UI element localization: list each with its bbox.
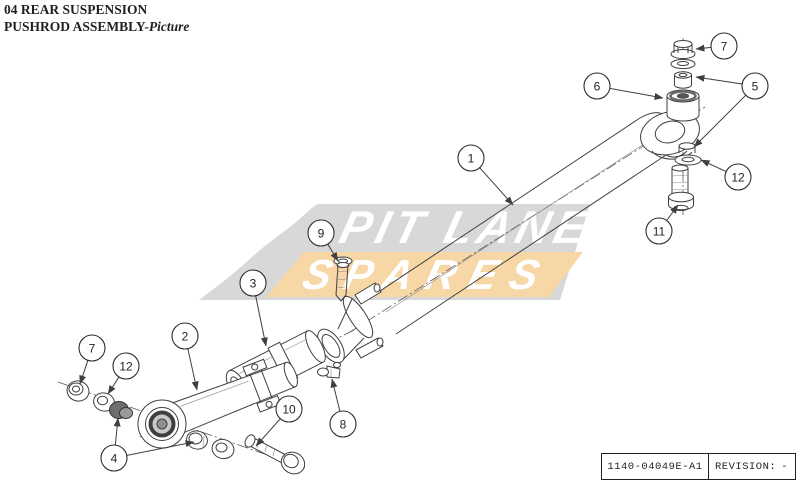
callout-6: 6 xyxy=(583,72,664,100)
lower-nut xyxy=(186,430,208,450)
callout-leader xyxy=(666,204,679,221)
callout-bubble xyxy=(710,32,738,60)
part-number: 1140-04049E-A1 xyxy=(602,454,709,479)
callout-leader xyxy=(255,418,281,447)
callout-4: 4 xyxy=(100,417,195,472)
callout-bubble xyxy=(112,352,140,380)
callout-number: 7 xyxy=(89,342,96,356)
callout-number: 5 xyxy=(752,80,759,94)
callout-bubble xyxy=(741,72,769,100)
callout-bubble xyxy=(275,395,303,423)
callout-leader xyxy=(79,360,89,385)
callout-number: 7 xyxy=(721,40,728,54)
callout-bubble xyxy=(171,322,199,350)
callout-bubble xyxy=(724,163,752,191)
lower-spacer-washer xyxy=(674,142,702,166)
clevis xyxy=(317,282,384,364)
callout-5: 5 xyxy=(693,72,769,148)
callout-bubble xyxy=(583,72,611,100)
callout-10: 10 xyxy=(255,395,303,447)
callout-number: 1 xyxy=(468,152,475,166)
callout-7: 7 xyxy=(695,32,738,60)
callout-leader xyxy=(327,243,339,262)
callout-leader xyxy=(330,378,341,412)
callout-number: 6 xyxy=(594,80,601,94)
callout-bubble xyxy=(307,219,335,247)
revision-cell: REVISION: - xyxy=(709,454,795,479)
callout-1: 1 xyxy=(457,144,514,206)
callout-number: 2 xyxy=(182,330,189,344)
callout-2: 2 xyxy=(171,322,199,391)
mount-bolt xyxy=(244,434,306,475)
callout-11: 11 xyxy=(645,204,679,245)
clamp-fitting xyxy=(317,361,341,379)
revision-value: - xyxy=(781,460,788,473)
callout-leader xyxy=(695,44,712,52)
callout-leader xyxy=(113,417,121,446)
callout-bubble xyxy=(329,410,357,438)
callout-bubble xyxy=(100,444,128,472)
upper-bushing xyxy=(666,89,700,122)
callout-number: 12 xyxy=(731,171,745,185)
callout-leader xyxy=(107,376,120,395)
callout-leader xyxy=(693,94,747,148)
lower-pin xyxy=(668,164,694,212)
callout-bubble xyxy=(239,269,267,297)
upper-spacer xyxy=(674,71,692,89)
title-line-1: 04 REAR SUSPENSION xyxy=(4,2,148,17)
upper-nut xyxy=(670,40,696,59)
watermark-text-1: PIT LANE xyxy=(335,202,597,253)
title-line-2: PUSHROD ASSEMBLY-Picture xyxy=(4,18,190,34)
callout-number: 11 xyxy=(653,225,666,239)
clevis-bolt xyxy=(333,256,353,302)
left-nut xyxy=(66,380,90,402)
callout-bubble xyxy=(457,144,485,172)
callout-leader xyxy=(695,74,743,85)
callout-9: 9 xyxy=(307,219,339,262)
revision-label: REVISION: xyxy=(715,460,777,473)
callout-leader xyxy=(187,348,199,391)
page-title: 04 REAR SUSPENSION PUSHROD ASSEMBLY-Pict… xyxy=(4,2,189,36)
callout-leader xyxy=(255,295,268,347)
callout-number: 9 xyxy=(318,227,325,241)
callout-number: 12 xyxy=(119,360,133,374)
upper-washer xyxy=(670,58,696,70)
callout-leader xyxy=(126,440,195,456)
callout-number: 3 xyxy=(250,277,257,291)
left-bushing xyxy=(109,401,133,419)
lower-washer xyxy=(211,438,235,460)
callout-7: 7 xyxy=(78,334,106,385)
drawing-number-box: 1140-04049E-A1 REVISION: - xyxy=(601,453,796,480)
callout-leader xyxy=(700,159,727,173)
callout-number: 4 xyxy=(111,452,118,466)
callout-leader xyxy=(479,167,514,206)
callout-number: 8 xyxy=(340,418,347,432)
callout-8: 8 xyxy=(329,378,357,438)
callout-12: 12 xyxy=(107,352,140,395)
callout-bubble xyxy=(78,334,106,362)
rod-end xyxy=(137,358,298,449)
callout-bubble xyxy=(645,217,673,245)
callout-12: 12 xyxy=(700,159,752,191)
callout-leader xyxy=(609,87,664,100)
callout-number: 10 xyxy=(282,403,296,417)
callout-3: 3 xyxy=(239,269,268,347)
